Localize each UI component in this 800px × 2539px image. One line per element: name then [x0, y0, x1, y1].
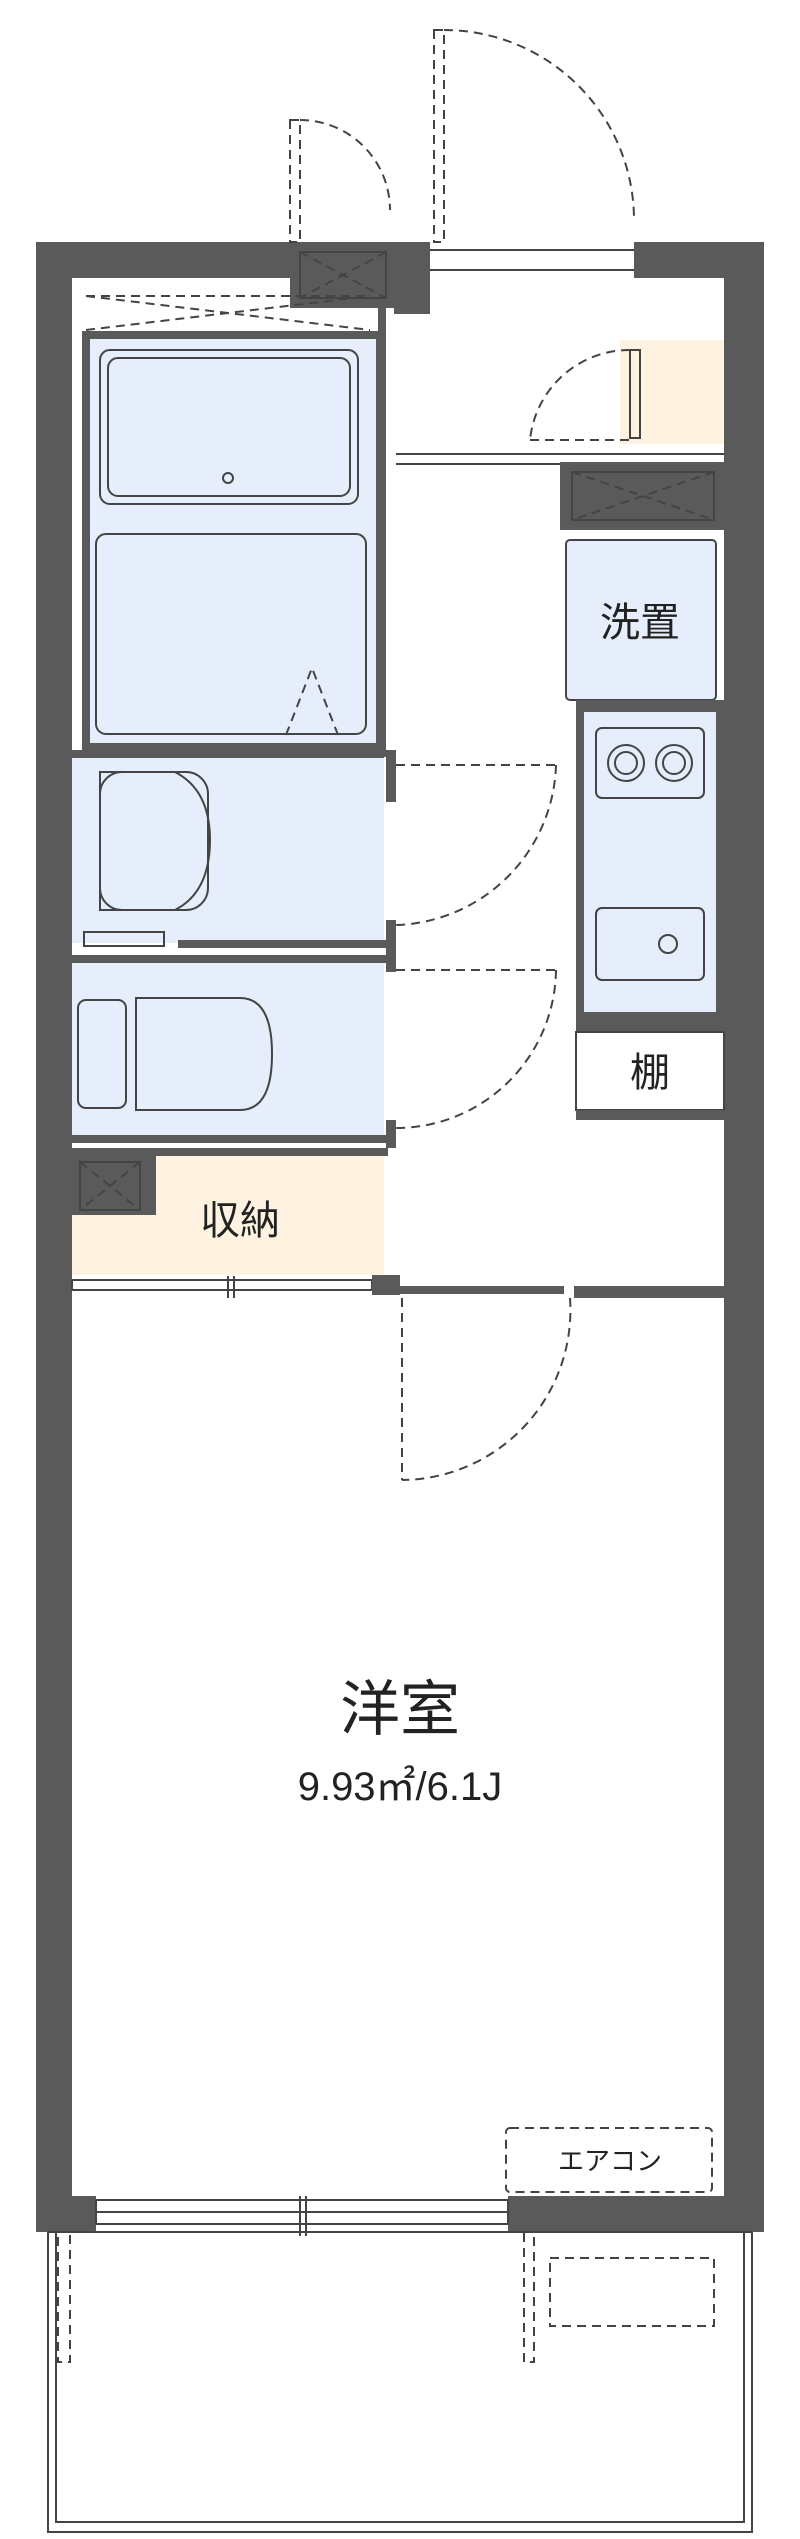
washroom-door-swing: [395, 764, 557, 926]
wall-bottom-right: [508, 2196, 764, 2232]
unit-bath: [82, 285, 386, 757]
toilet-wall-top: [72, 955, 388, 963]
balcony-post-right: [523, 2231, 535, 2363]
washbasin-room: [72, 750, 388, 948]
entrance-hall-mark: [85, 295, 371, 331]
pipe-shaft: [571, 471, 715, 521]
storage-door-rail: [71, 1279, 373, 1291]
storage-pillar: [372, 1275, 400, 1295]
bath-door-swing: [285, 665, 339, 736]
burner-left-inner: [614, 751, 638, 775]
washroom-wall-top: [72, 750, 384, 758]
entrance-door-swing-left: [299, 119, 391, 211]
entrance-door-swing-right: [443, 29, 635, 221]
wall-bottom-left: [36, 2196, 96, 2232]
toilet-door-swing: [395, 969, 557, 1129]
washroom-wall-bottom: [178, 940, 388, 948]
window-rail-top: [95, 2199, 509, 2213]
entrance-door-leaf-right: [433, 29, 445, 243]
pipe-shaft-cross-icon: [571, 471, 715, 521]
meter-box-cross-icon: [299, 251, 387, 299]
storage-wall-top: [72, 1148, 388, 1156]
shoe-cabinet-edge: [629, 349, 641, 439]
balcony-inner: [55, 2231, 745, 2523]
wall-seg-3: [386, 1120, 396, 1148]
aircon-label: エアコン: [558, 2147, 662, 2177]
toilet-area: [72, 962, 384, 1140]
washbasin-bowl: [99, 771, 212, 911]
storage-label: 収納: [200, 1198, 280, 1244]
toilet-room: [72, 955, 388, 1143]
interior-walls: [386, 750, 734, 1298]
shelf-box: [575, 1031, 725, 1111]
burner-left-icon: [607, 744, 645, 782]
room-door-swing: [401, 1297, 572, 1481]
toilet-icon: [135, 997, 274, 1111]
storage-duct-block: [72, 1155, 156, 1215]
corridor-doors: [395, 764, 572, 1481]
duct-box: [79, 1161, 141, 1211]
shelf-wall-bottom: [576, 1110, 724, 1120]
entrance: [85, 29, 635, 331]
toilet-wall-bottom: [72, 1135, 388, 1143]
toilet-tank: [77, 999, 127, 1109]
balcony: [47, 2196, 753, 2533]
shelf-wall-top: [576, 1022, 724, 1032]
shoe-cabinet-swing: [529, 348, 631, 441]
aircon-box: [505, 2127, 713, 2193]
wall-top-left: [36, 242, 290, 278]
balcony-post-left: [57, 2231, 71, 2363]
wall-left: [36, 242, 72, 2232]
wall-right: [724, 242, 764, 2232]
laundry-label: 洗置: [600, 600, 680, 646]
sink-drain-icon: [658, 934, 678, 954]
drain-icon: [222, 472, 234, 484]
bath-wall: [378, 285, 386, 757]
burner-right-inner: [662, 751, 686, 775]
balcony-outline: [47, 2231, 753, 2533]
washroom-area: [72, 757, 384, 943]
wall-top-mid: [394, 242, 430, 278]
storage-closet: 収納: [71, 1148, 400, 1298]
towel-rack: [83, 931, 165, 947]
bathtub-inner: [107, 357, 351, 497]
wall-seg-1: [386, 750, 396, 802]
bath-area: [82, 331, 384, 751]
bath-floor: [95, 533, 367, 735]
outdoor-unit: [549, 2257, 715, 2327]
shelf-label: 棚: [630, 1050, 670, 1096]
bathtub: [99, 349, 359, 505]
western-room-label: 洋室: [340, 1675, 460, 1745]
entrance-storage: [396, 340, 724, 465]
western-room: 洋室 9.93㎡/6.1J エアコン: [298, 1675, 713, 2193]
outer-walls: [36, 242, 764, 2232]
duct-cross-icon: [79, 1161, 141, 1211]
western-room-area: 9.93㎡/6.1J: [298, 1765, 503, 1809]
kitchen-counter: [584, 712, 716, 1012]
kitchen: 棚: [575, 700, 725, 1120]
shoe-cabinet: [620, 340, 724, 444]
burner-right-icon: [655, 744, 693, 782]
entrance-door-leaf-left: [289, 119, 301, 243]
entrance-pillar: [394, 278, 430, 314]
laundry-area: 洗置: [560, 462, 724, 701]
kitchen-sink: [595, 907, 705, 981]
window-rail-bottom: [95, 2211, 509, 2225]
kitchen-wall-bottom: [574, 1286, 734, 1298]
wall-seg-2: [386, 920, 396, 972]
corridor-wall-bottom: [396, 1286, 564, 1294]
meter-box: [299, 251, 387, 299]
wall-top-right: [634, 242, 764, 278]
stove: [595, 727, 705, 799]
